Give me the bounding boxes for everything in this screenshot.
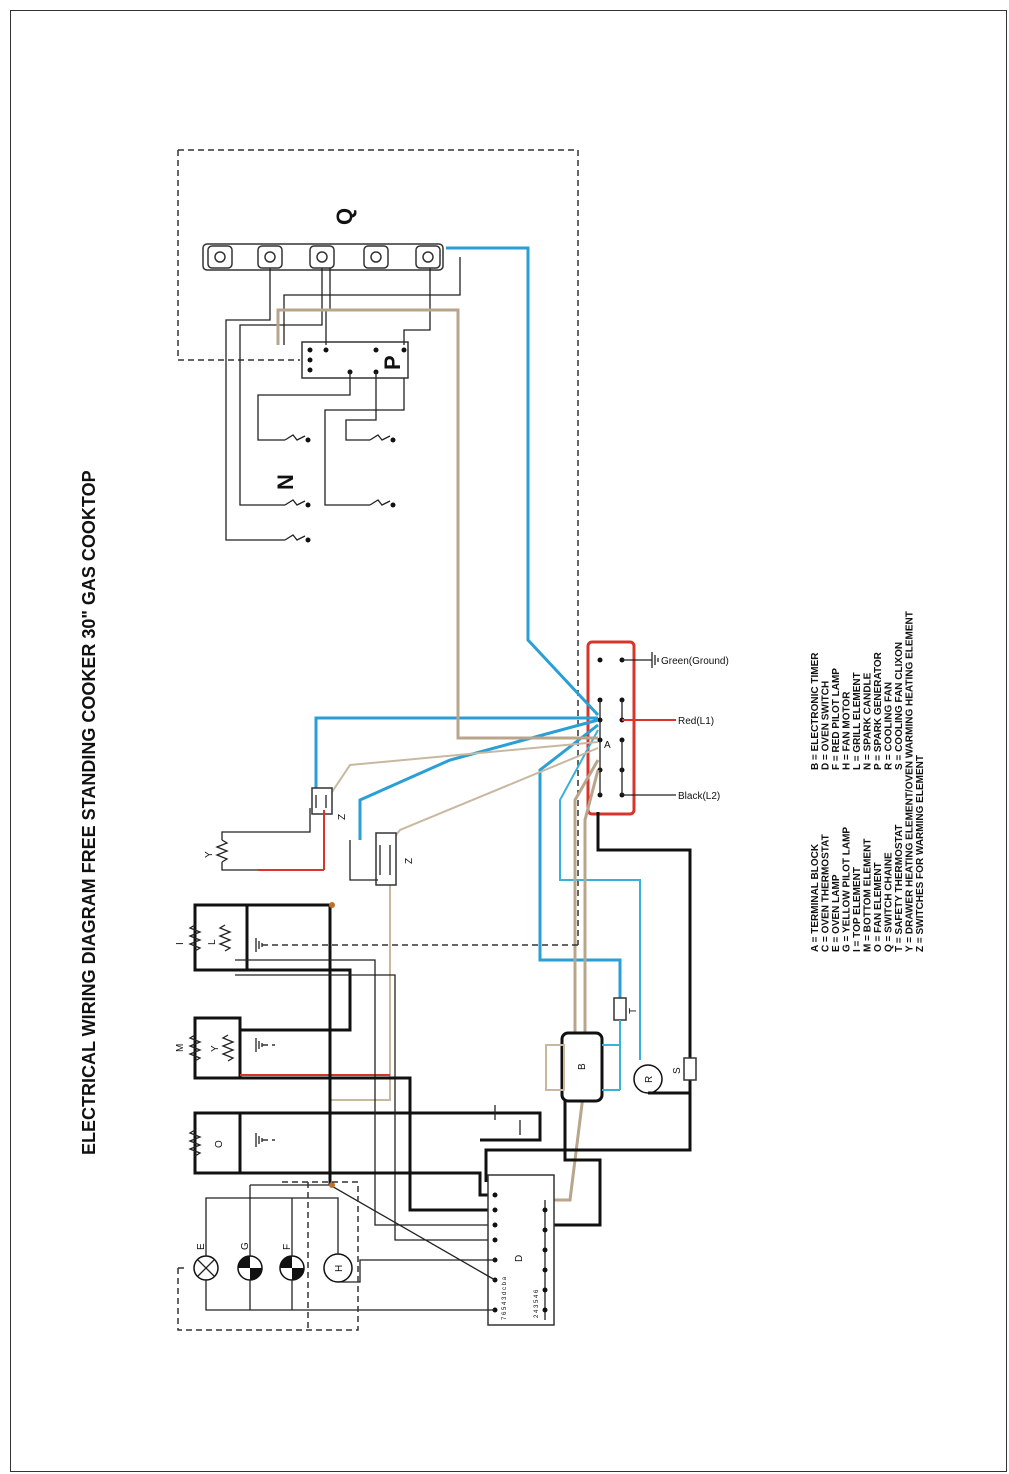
safety-thermostat-t: T xyxy=(613,997,639,1021)
ground-symbol xyxy=(651,652,659,668)
label-l: L xyxy=(207,939,218,945)
legend-item: R = COOLING FAN xyxy=(884,682,895,770)
label-d: D xyxy=(514,1255,525,1262)
spark-candles-n: N xyxy=(273,434,396,543)
electronic-timer-b: B xyxy=(545,1031,620,1103)
bottom-element-m: M xyxy=(175,1016,242,1080)
top-element-i: I xyxy=(175,903,249,972)
terminal-block-a: A xyxy=(586,640,636,816)
legend-item: Y = DRAWER HEATING ELEMENT/OVEN WARMING … xyxy=(905,611,916,952)
label-a: A xyxy=(604,740,611,751)
legend-item: G = YELLOW PILOT LAMP xyxy=(842,827,853,952)
ground-label: Green(Ground) xyxy=(661,656,729,667)
cooling-fan-clixon-s: S xyxy=(672,1057,697,1081)
legend-item: P = SPARK GENERATOR xyxy=(873,651,884,770)
label-z-1: Z xyxy=(337,814,348,820)
warming-switch-z-1: Z xyxy=(311,787,348,820)
label-b: B xyxy=(577,1063,588,1070)
label-q: Q xyxy=(332,208,357,225)
legend-item: I = TOP ELEMENT xyxy=(852,867,863,952)
label-y-2: Y xyxy=(210,1045,221,1052)
switch-terminals-c: 2 4 3 5 4 6 xyxy=(534,1289,540,1318)
label-h: H xyxy=(334,1265,345,1272)
l1-label: Red(L1) xyxy=(678,716,714,727)
fan-element-o: O xyxy=(188,1111,263,1175)
cooling-fan-r: R xyxy=(633,1064,663,1094)
l2-label: Black(L2) xyxy=(678,791,720,802)
legend-item: E = OVEN LAMP xyxy=(831,874,842,952)
spark-enclosure xyxy=(178,149,579,945)
grill-element-l: L xyxy=(207,924,263,952)
legend-item: F = RED PILOT LAMP xyxy=(831,668,842,770)
fan-motor-h: H xyxy=(323,1253,353,1283)
legend-item: T = SAFETY THERMOSTAT xyxy=(894,824,905,952)
legend-item: S = COOLING FAN CLIXON xyxy=(894,642,905,770)
label-g: G xyxy=(240,1242,251,1250)
oven-warming-y-2: Y xyxy=(210,1034,390,1076)
label-f: F xyxy=(282,1244,293,1250)
legend-item: Z = SWITCHES FOR WARMING ELEMENT xyxy=(915,755,926,952)
legend-item: A = TERMINAL BLOCK xyxy=(810,843,821,952)
oven-thermostat-c xyxy=(240,1105,542,1142)
label-n: N xyxy=(273,474,298,490)
legend-item: O = FAN ELEMENT xyxy=(873,862,884,952)
label-r: R xyxy=(644,1076,655,1083)
red-pilot-lamp-f: F xyxy=(279,1244,305,1281)
oven-switch-d: D 7 6 5 4 3 d c b a 2 4 3 5 4 6 xyxy=(487,1174,555,1326)
switch-chain-q: Q xyxy=(202,208,444,271)
label-s: S xyxy=(672,1067,683,1074)
label-e: E xyxy=(196,1243,207,1250)
label-y-1: Y xyxy=(204,851,215,858)
legend-item: D = OVEN SWITCH xyxy=(821,681,832,770)
label-p: P xyxy=(380,355,405,370)
switch-terminals-a: 7 6 5 4 3 d c b a xyxy=(502,1276,508,1320)
spark-generator-p: P xyxy=(301,341,409,379)
label-i: I xyxy=(175,942,186,945)
legend-item: B = ELECTRONIC TIMER xyxy=(810,652,821,770)
legend-item: C = OVEN THERMOSTAT xyxy=(821,834,832,952)
page-frame xyxy=(10,10,1007,1472)
legend-item: M = BOTTOM ELEMENT xyxy=(863,839,874,952)
legend-item: H = FAN MOTOR xyxy=(842,691,853,770)
legend-item: N = SPARK CANDLE xyxy=(863,672,874,770)
warming-switch-z-2: Z xyxy=(375,832,415,886)
legend-item: L = GRILL ELEMENT xyxy=(852,672,863,770)
legend-item: Q = SWITCH CHAINE xyxy=(884,852,895,952)
label-o: O xyxy=(214,1140,225,1148)
label-z-2: Z xyxy=(404,858,415,864)
drawer-heater-y-1: Y xyxy=(204,808,325,871)
label-t: T xyxy=(628,1008,639,1014)
label-m: M xyxy=(175,1044,186,1052)
diagram-title: ELECTRICAL WIRING DIAGRAM FREE STANDING … xyxy=(79,470,99,1155)
